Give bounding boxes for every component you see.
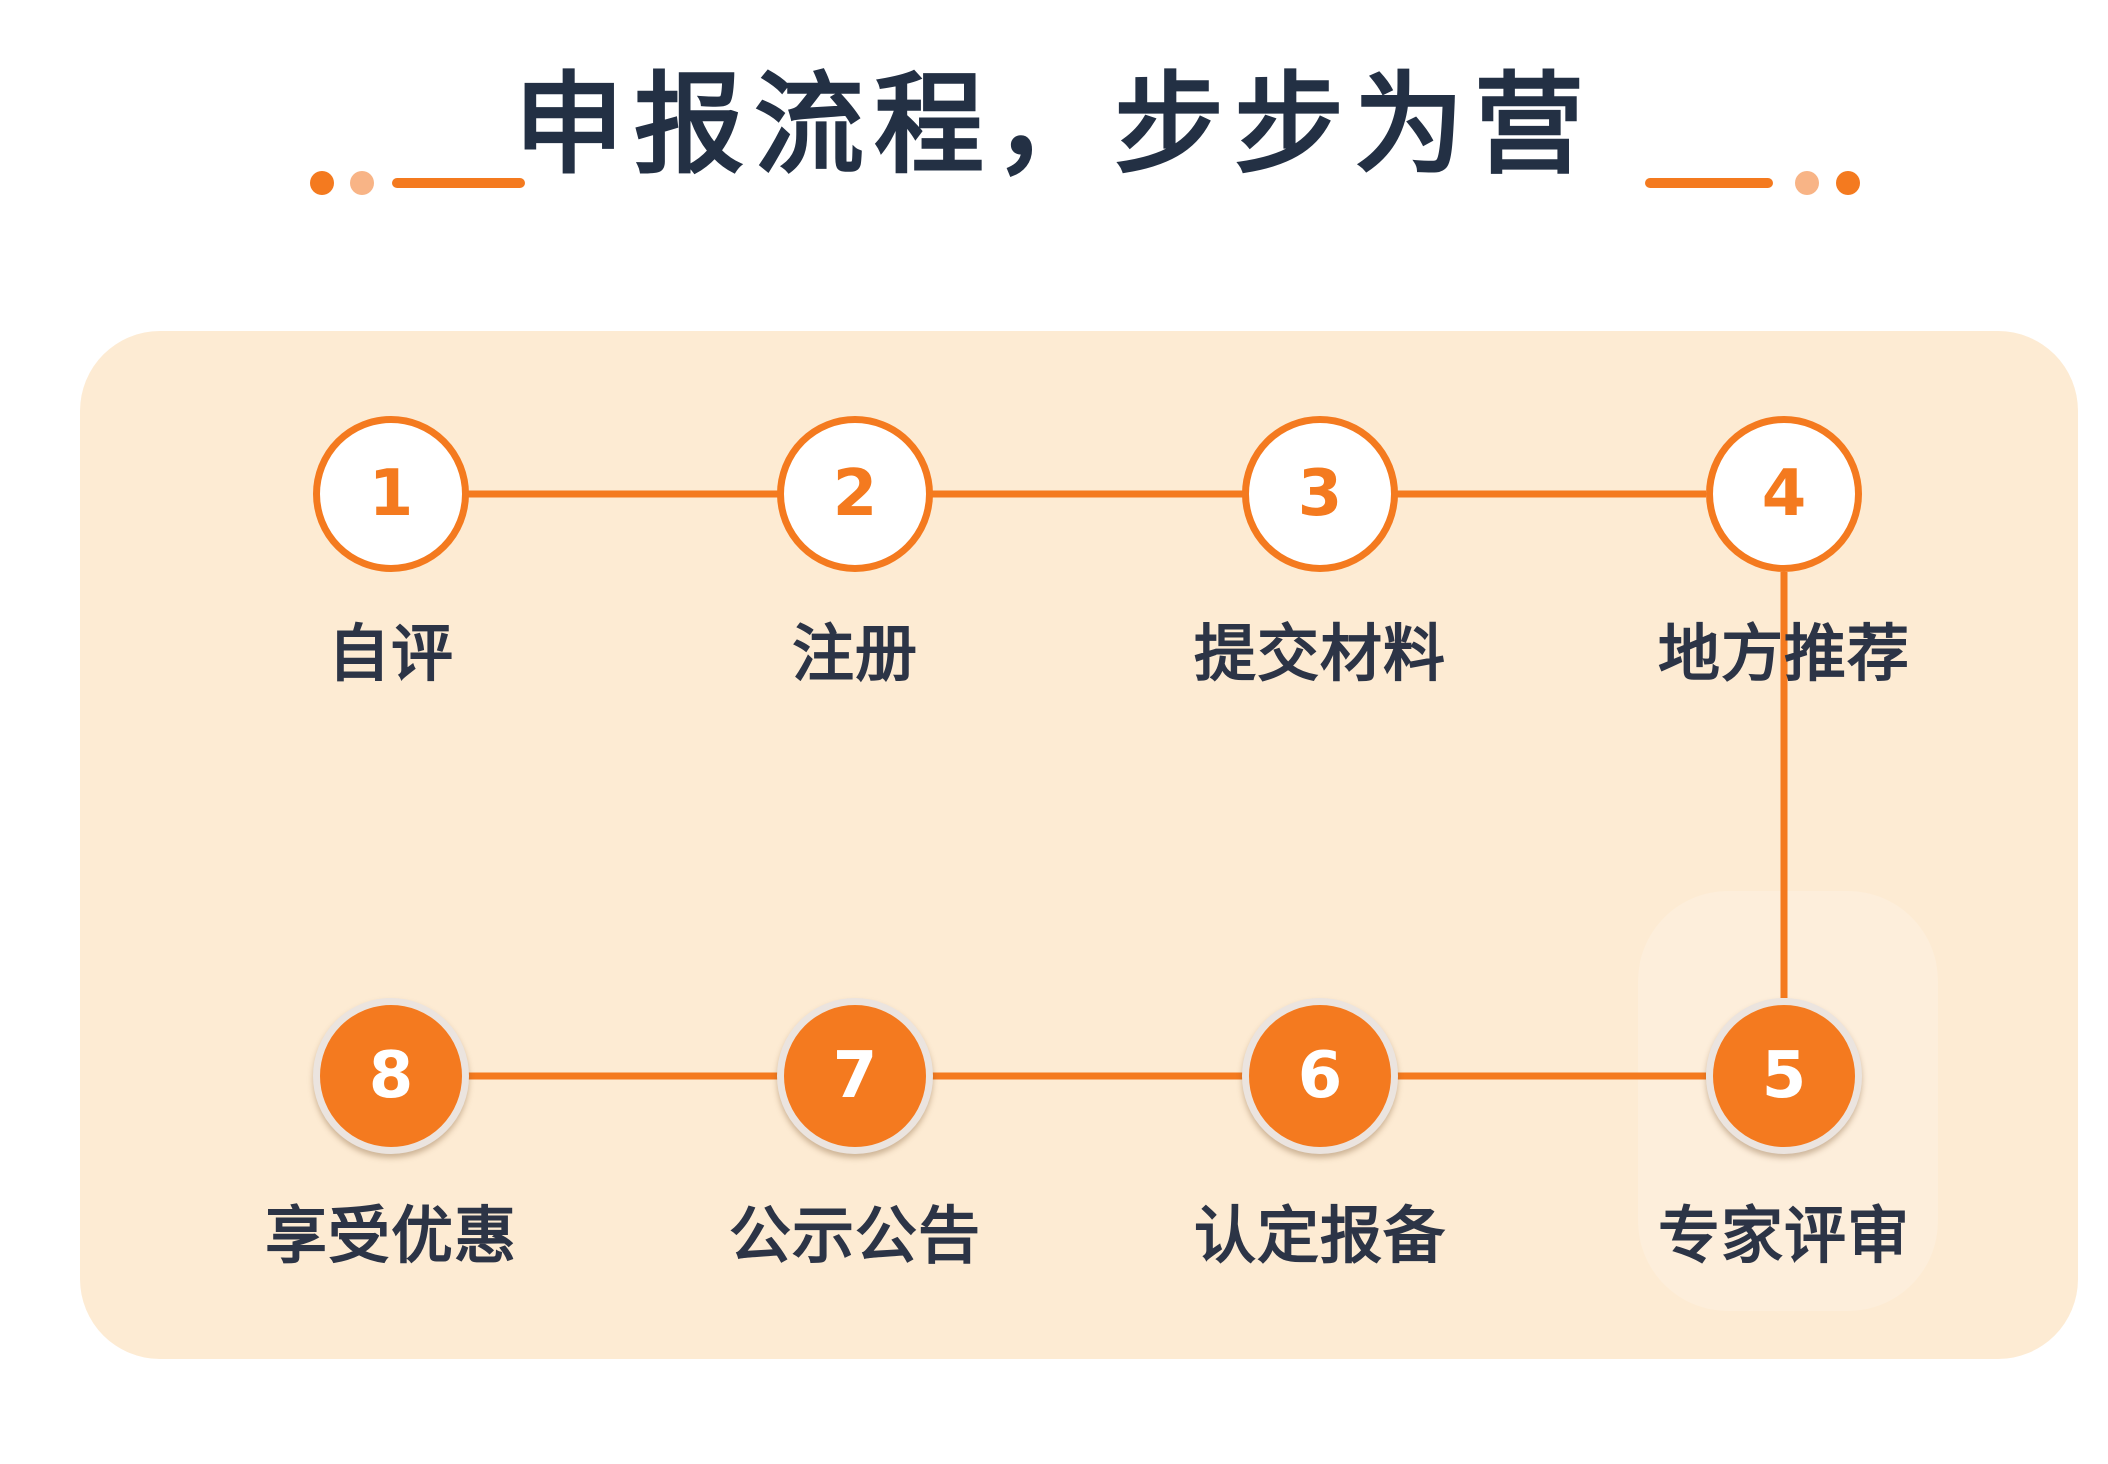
step-number: 3 [1297, 457, 1343, 531]
step-number: 8 [368, 1039, 414, 1113]
step-number: 6 [1297, 1039, 1343, 1113]
step-3-circle: 3 [1242, 416, 1398, 572]
step-5-label: 专家评审 [1657, 1199, 1910, 1272]
step-7-circle: 7 [777, 998, 933, 1154]
step-number: 1 [368, 457, 414, 531]
step-4-label: 地方推荐 [1657, 617, 1910, 690]
decoration-dot [1795, 171, 1819, 195]
step-number: 5 [1761, 1039, 1807, 1113]
step-7-label: 公示公告 [728, 1199, 981, 1272]
step-2-label: 注册 [791, 617, 918, 690]
step-2-circle: 2 [777, 416, 933, 572]
step-number: 2 [832, 457, 878, 531]
title-decoration-right [1645, 168, 1860, 198]
step-6-circle: 6 [1242, 998, 1398, 1154]
header: 申报流程，步步为营 [0, 60, 2108, 195]
decoration-dash [392, 178, 525, 188]
step-8-label: 享受优惠 [264, 1199, 517, 1272]
step-1-circle: 1 [313, 416, 469, 572]
step-1-label: 自评 [327, 617, 454, 690]
step-3-label: 提交材料 [1193, 617, 1446, 690]
step-4-circle: 4 [1706, 416, 1862, 572]
step-6-label: 认定报备 [1193, 1199, 1446, 1272]
step-8-circle: 8 [313, 998, 469, 1154]
decoration-dot [1836, 171, 1860, 195]
step-number: 4 [1761, 457, 1807, 531]
step-number: 7 [832, 1039, 878, 1113]
decoration-dot [310, 171, 334, 195]
title-decoration-left [310, 168, 525, 198]
page-title: 申报流程，步步为营 [514, 61, 1594, 189]
decoration-dash [1645, 178, 1773, 188]
decoration-dot [350, 171, 374, 195]
step-5-circle: 5 [1706, 998, 1862, 1154]
